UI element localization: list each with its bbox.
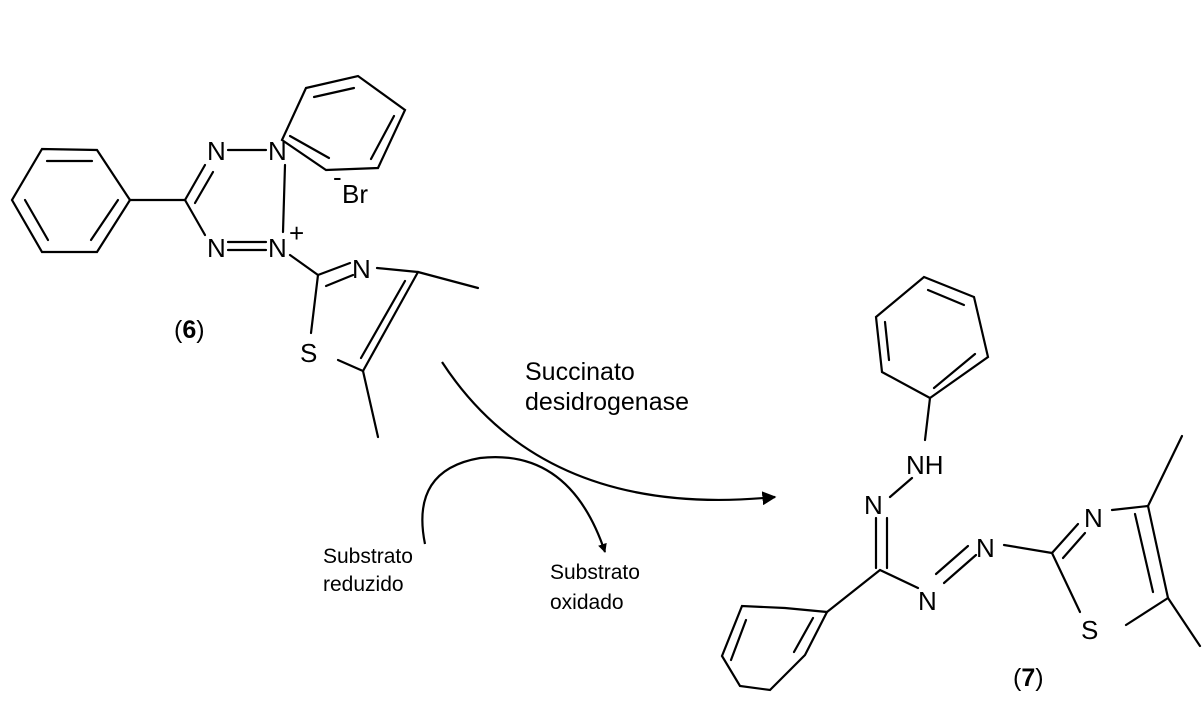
- cofactor-labels: Substrato reduzido Substrato oxidado: [323, 545, 640, 614]
- compound-7-nh: NH: [906, 450, 944, 480]
- cofactor-arrow: [421, 456, 607, 553]
- enzyme-name-line2: desidrogenase: [525, 388, 689, 416]
- reduced-substrate-line2: reduzido: [323, 573, 404, 596]
- compound-6-thiazole-ring: [288, 253, 480, 439]
- compound-7-structure: NH N N N N S (7): [720, 275, 1202, 692]
- compound-6-structure: N N N N + N S - Br (6): [10, 74, 480, 439]
- compound-6-tetrazolium-ring: [128, 148, 287, 252]
- oxidized-substrate-line1: Substrato: [550, 561, 640, 584]
- compound-7-phenyl-top: [874, 275, 990, 400]
- oxidized-substrate-line2: oxidado: [550, 591, 624, 614]
- compound-7-formazan-chain: [825, 396, 1054, 614]
- compound-6-tetrazole-n1: N: [207, 136, 226, 166]
- compound-6-tetrazole-n2: N: [268, 136, 287, 166]
- compound-7-phenyl-bottom: [720, 604, 829, 692]
- reduced-substrate-line1: Substrato: [323, 545, 413, 568]
- compound-6-counter-ion-charge: -: [333, 162, 342, 192]
- compound-7-label: (7): [1013, 664, 1044, 692]
- compound-6-phenyl-left: [10, 147, 132, 254]
- compound-6-thiazole-n: N: [352, 254, 371, 284]
- compound-6-counter-ion: Br: [342, 179, 368, 209]
- enzyme-name-line1: Succinato: [525, 358, 635, 386]
- compound-7-thiazole-s: S: [1081, 615, 1098, 645]
- enzyme-label: Succinato desidrogenase: [525, 358, 689, 416]
- compound-7-thiazole-ring: [1050, 434, 1202, 648]
- main-reaction-arrow: [441, 361, 777, 506]
- compound-6-label: (6): [174, 316, 205, 344]
- compound-7-azo-n2: N: [976, 533, 995, 563]
- compound-7-azo-n1: N: [918, 586, 937, 616]
- compound-6-tetrazole-n4: N: [268, 233, 287, 263]
- compound-6-tetrazole-n3: N: [207, 233, 226, 263]
- compound-6-phenyl-top: [280, 74, 407, 172]
- compound-7-thiazole-n: N: [1084, 503, 1103, 533]
- reaction-arrows: [421, 361, 777, 553]
- compound-6-thiazole-s: S: [300, 338, 317, 368]
- compound-6-ring-charge: +: [289, 218, 304, 248]
- compound-7-hydrazone-n: N: [864, 490, 883, 520]
